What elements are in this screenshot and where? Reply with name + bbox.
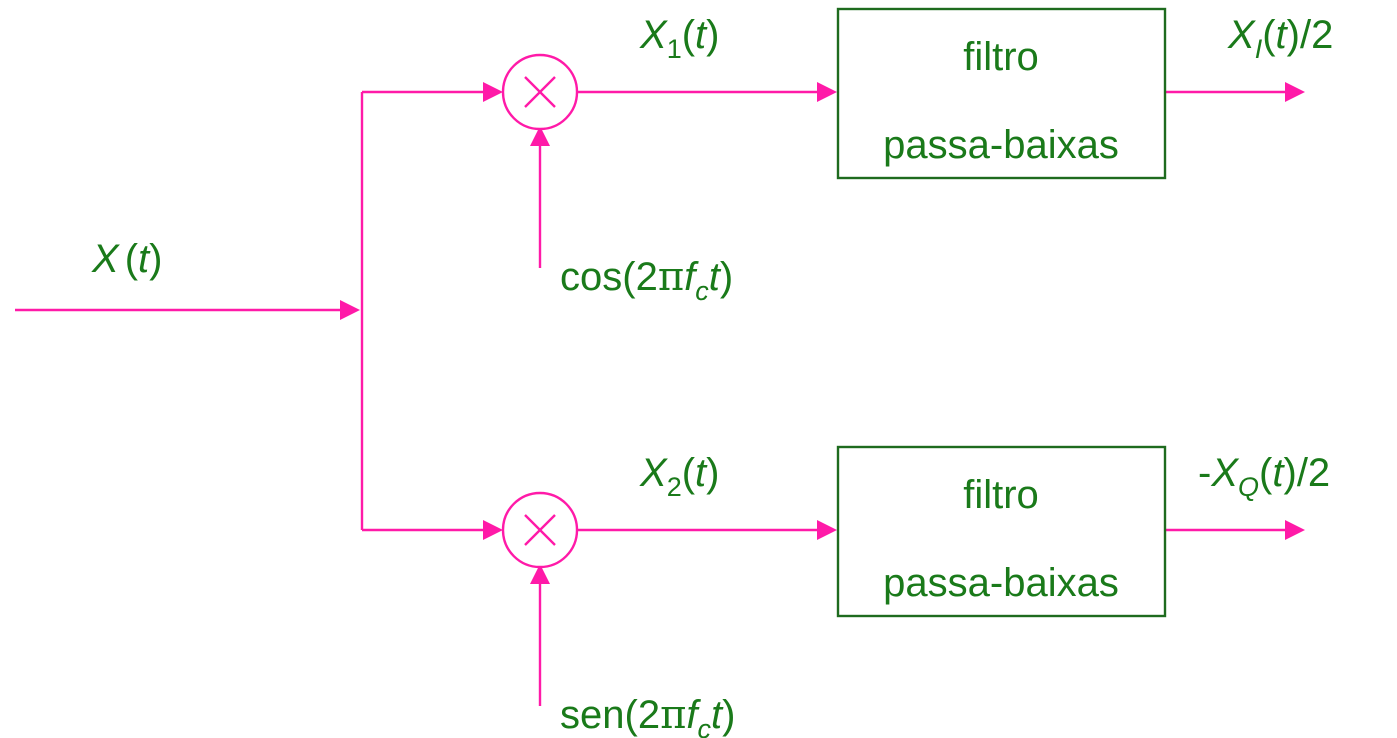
lower-filter-box bbox=[836, 445, 1167, 618]
multiply-icon bbox=[524, 76, 556, 108]
upper-oscillator-label: cos(2πfct) bbox=[560, 254, 733, 306]
upper-output-arrowhead bbox=[1285, 82, 1305, 102]
lower-filter-line2: passa-baixas bbox=[883, 561, 1119, 605]
lower-feed-arrowhead bbox=[483, 520, 503, 540]
lower-mixer-output-arrowhead bbox=[817, 520, 837, 540]
lower-mixer bbox=[501, 491, 579, 569]
lower-output-label: -XQ(t)/2 bbox=[1198, 451, 1330, 502]
wiring bbox=[15, 82, 1305, 706]
upper-mixed-signal-label: X1(t) bbox=[639, 13, 720, 64]
upper-filter-line1: filtro bbox=[963, 35, 1039, 79]
upper-filter-box bbox=[836, 7, 1167, 180]
upper-oscillator-arrowhead bbox=[530, 126, 550, 146]
lower-filter-block: filtro passa-baixas bbox=[836, 445, 1167, 618]
lower-mixed-signal-label: X2(t) bbox=[639, 451, 720, 502]
lower-filter-line1: filtro bbox=[963, 473, 1039, 517]
input-arrowhead bbox=[340, 300, 360, 320]
upper-mixer bbox=[501, 53, 579, 131]
upper-filter-line2: passa-baixas bbox=[883, 123, 1119, 167]
lower-output-arrowhead bbox=[1285, 520, 1305, 540]
multiply-icon bbox=[524, 514, 556, 546]
lower-oscillator-label: sen(2πfct) bbox=[560, 692, 735, 738]
upper-mixer-output-arrowhead bbox=[817, 82, 837, 102]
upper-output-label: XI(t)/2 bbox=[1227, 13, 1333, 64]
input-signal-label: X(t) bbox=[91, 237, 162, 281]
lower-oscillator-arrowhead bbox=[530, 564, 550, 584]
upper-filter-block: filtro passa-baixas bbox=[836, 7, 1167, 180]
upper-feed-arrowhead bbox=[483, 82, 503, 102]
